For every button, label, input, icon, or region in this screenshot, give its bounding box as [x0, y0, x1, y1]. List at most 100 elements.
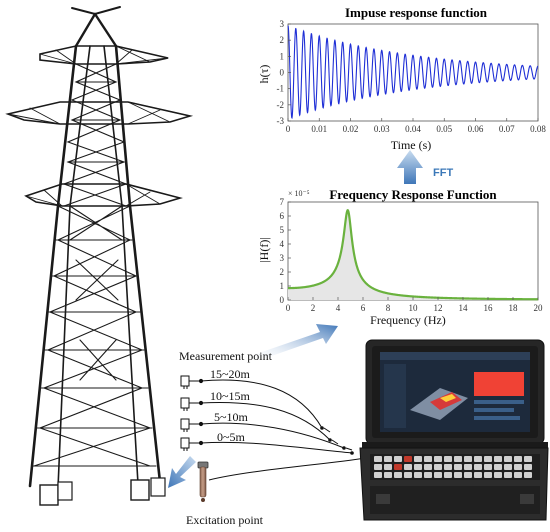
x-tick-label: 0: [286, 303, 291, 313]
x-tick-label: 0.07: [499, 124, 515, 134]
y-tick-label: 3: [280, 253, 285, 263]
device-key: [474, 472, 482, 478]
device-keypad: [374, 456, 532, 478]
y-tick-label: 4: [280, 239, 285, 249]
y-tick-label: 2: [280, 267, 285, 277]
device-key: [464, 472, 472, 478]
x-tick-label: 0.08: [530, 124, 546, 134]
device-key: [524, 456, 532, 462]
device-key: [374, 456, 382, 462]
device-key: [514, 456, 522, 462]
frf-plot-frame: [287, 201, 539, 301]
x-tick-label: 18: [509, 303, 519, 313]
irf-y-axis-label: h(τ): [257, 65, 271, 84]
device-key: [464, 464, 472, 470]
device-key: [444, 472, 452, 478]
device-key: [424, 472, 432, 478]
range-label: 0~5m: [217, 430, 245, 444]
device-key: [444, 456, 452, 462]
y-tick-label: 2: [280, 35, 285, 45]
x-tick-label: 12: [434, 303, 443, 313]
x-tick-label: 20: [534, 303, 544, 313]
irf-series-line: [287, 25, 539, 120]
irf-title: Impuse response function: [345, 5, 488, 20]
x-tick-label: 6: [361, 303, 366, 313]
device-key: [514, 472, 522, 478]
sensor-icon: [180, 375, 204, 389]
y-tick-label: 7: [280, 197, 285, 207]
range-label: 10~15m: [210, 389, 250, 403]
device-key: [434, 464, 442, 470]
x-tick-label: 10: [409, 303, 419, 313]
device-key: [454, 472, 462, 478]
frf-y-multiplier: × 10⁻⁵: [288, 189, 310, 198]
device-key: [434, 456, 442, 462]
range-label: 5~10m: [214, 410, 248, 424]
device-key: [414, 456, 422, 462]
device-key: [384, 464, 392, 470]
measurement-point-label: Measurement point: [179, 349, 273, 363]
irf-plot-frame: [287, 23, 539, 122]
fft-label: FFT: [433, 167, 453, 179]
device-key: [454, 464, 462, 470]
y-tick-label: 3: [280, 19, 285, 29]
data-acquisition-device: [359, 339, 549, 521]
x-tick-label: 0: [286, 124, 291, 134]
device-key: [484, 456, 492, 462]
device-key: [404, 456, 412, 462]
x-tick-label: 0.06: [468, 124, 484, 134]
x-tick-label: 8: [386, 303, 391, 313]
x-tick-label: 14: [459, 303, 469, 313]
device-key: [414, 464, 422, 470]
device-key: [474, 456, 482, 462]
device-key: [524, 464, 532, 470]
sensor-icon: [180, 418, 204, 432]
device-key: [494, 456, 502, 462]
device-key: [394, 472, 402, 478]
device-key: [514, 464, 522, 470]
device-key: [404, 472, 412, 478]
x-tick-label: 16: [484, 303, 494, 313]
device-key: [424, 456, 432, 462]
device-key: [424, 464, 432, 470]
device-key: [454, 456, 462, 462]
device-key: [384, 472, 392, 478]
impact-hammer-icon: [197, 461, 209, 502]
device-key: [494, 464, 502, 470]
device-key: [404, 464, 412, 470]
device-key: [504, 472, 512, 478]
device-key: [494, 472, 502, 478]
x-tick-label: 0.04: [405, 124, 421, 134]
sensor-icon: [180, 397, 204, 411]
irf-x-axis-label: Time (s): [391, 138, 432, 152]
cable-connectors: [320, 426, 354, 455]
y-tick-label: -2: [277, 100, 285, 110]
device-key: [374, 464, 382, 470]
device-key: [394, 464, 402, 470]
y-tick-label: 5: [280, 225, 285, 235]
x-tick-label: 4: [336, 303, 341, 313]
sensor-cables: [200, 379, 367, 481]
x-tick-label: 0.03: [374, 124, 390, 134]
frequency-response-chart: Frequency Response Function × 10⁻⁵ 0 2 4 6 8…: [257, 187, 543, 327]
to-excitation-arrow: [168, 456, 196, 488]
y-tick-label: -1: [277, 84, 285, 94]
y-tick-label: 1: [280, 281, 285, 291]
frf-series-line: [288, 208, 538, 301]
frf-title: Frequency Response Function: [329, 187, 497, 202]
excitation-point-label: Excitation point: [186, 513, 264, 527]
device-key: [414, 472, 422, 478]
y-tick-label: 0: [280, 68, 285, 78]
frf-x-axis-label: Frequency (Hz): [370, 313, 446, 327]
x-tick-label: 0.02: [343, 124, 359, 134]
y-tick-label: -3: [277, 116, 285, 126]
to-frf-arrow: [256, 324, 338, 360]
device-key: [504, 456, 512, 462]
fft-arrow: FFT: [397, 150, 453, 184]
frf-y-axis-label: |H(f)|: [257, 237, 271, 262]
device-key: [524, 472, 532, 478]
device-key: [484, 472, 492, 478]
device-key: [374, 472, 382, 478]
sensor-icon: [180, 437, 204, 451]
